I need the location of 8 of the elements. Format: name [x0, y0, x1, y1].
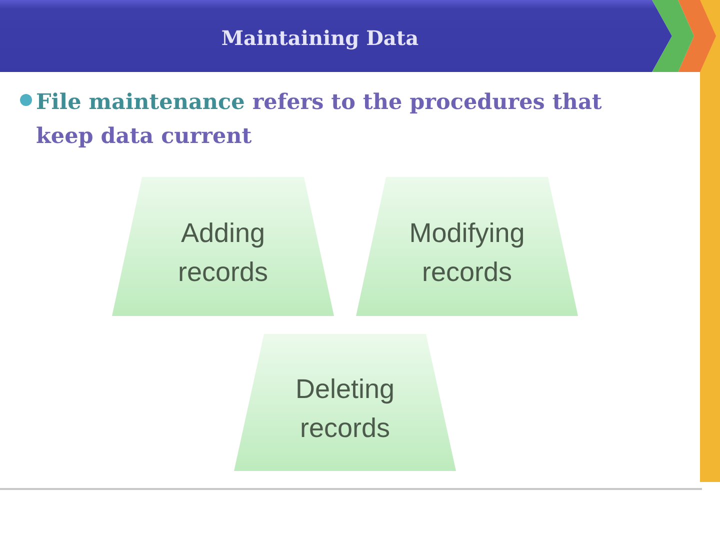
trapezoid-shape — [234, 334, 456, 471]
trapezoid-shape — [112, 177, 334, 316]
bullet-text: File maintenance refers to the procedures that keep data current — [36, 89, 603, 151]
node-text: Deleting records — [294, 372, 396, 444]
trapezoid-shape — [356, 177, 578, 316]
slide-title: Maintaining Data — [220, 26, 420, 50]
node-text: Modifying records — [408, 216, 526, 288]
node-text: Adding records — [176, 216, 269, 288]
